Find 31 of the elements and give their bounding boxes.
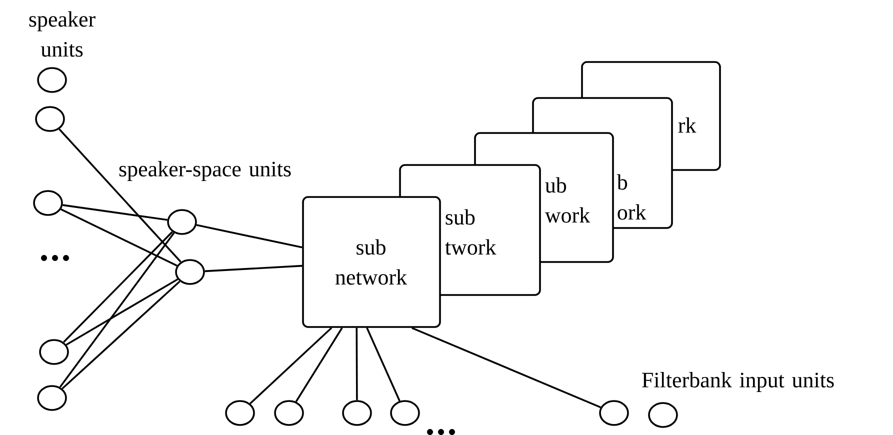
unit-circle [342,400,372,426]
connection-line [58,128,182,262]
connection-line [66,278,178,346]
unit-circle [225,400,255,426]
group-label: speaker-space units [119,161,291,181]
group-label: Filterbank input units [642,372,834,392]
connection-line [62,204,168,221]
connection-line [356,328,358,400]
connection-line [204,264,302,272]
unit-circle [39,339,69,365]
unit-circle [390,400,420,426]
unit-circle [274,400,304,426]
unit-circle [599,400,629,426]
unit-circle [648,402,678,428]
unit-circle [167,209,197,235]
unit-circle [33,190,63,216]
connection-line [295,327,343,402]
connection-line [60,208,178,266]
subnetwork-box: sub network [302,196,441,328]
connection-line [196,224,302,248]
connection-line [62,280,180,390]
connection-line [250,327,332,404]
connection-line [366,328,400,402]
connection-line [63,231,173,343]
unit-circle [37,67,67,93]
unit-circle [175,259,205,285]
connection-line [59,232,175,388]
unit-circle [35,106,65,132]
connection-line [412,327,601,408]
group-label: speaker units [29,11,96,57]
unit-circle [37,385,67,411]
